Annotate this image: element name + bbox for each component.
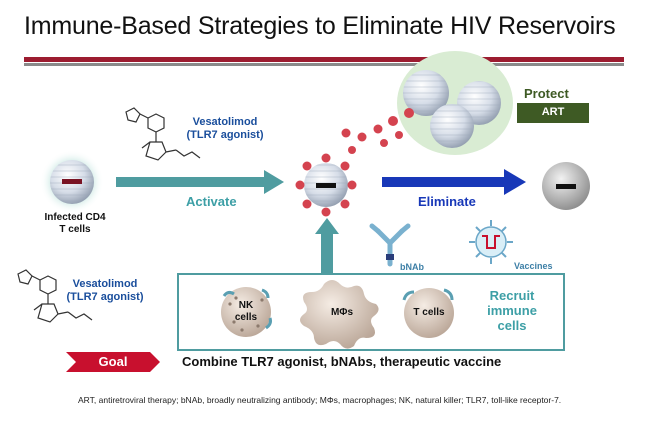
activated-cell	[295, 153, 357, 217]
vesatolimod-molecule-icon-bottom	[17, 269, 93, 323]
latent-provirus-icon	[62, 179, 82, 184]
protect-label: Protect	[524, 86, 569, 101]
eliminated-cell	[542, 162, 590, 210]
vesatolimod-bottom-mechanism: (TLR7 agonist)	[66, 291, 144, 303]
art-badge-label: ART	[541, 106, 565, 118]
infected-cd4-cell	[40, 150, 104, 214]
bnab-label: bNAb	[400, 262, 424, 272]
recruit-label-line1: Recruit	[489, 288, 535, 303]
title-rule-gray	[24, 63, 624, 66]
budding-virions	[295, 153, 357, 217]
eliminate-label: Eliminate	[418, 194, 476, 209]
eliminate-arrow	[382, 169, 526, 195]
vesatolimod-top-name: Vesatolimod	[192, 116, 258, 128]
infected-cell-label: Infected CD4 T cells	[36, 212, 114, 236]
goal-tag	[66, 352, 160, 372]
vesatolimod-top-label: Vesatolimod (TLR7 agonist)	[180, 116, 270, 142]
t-cell	[402, 288, 454, 338]
activate-arrow	[116, 170, 284, 194]
art-badge	[517, 103, 589, 123]
vesatolimod-bottom-label: Vesatolimod (TLR7 agonist)	[60, 278, 150, 304]
nk-cell	[221, 287, 272, 337]
tcell-label: T cells	[413, 307, 445, 318]
macrophage-label: MΦs	[330, 307, 354, 318]
nk-cell-label-line1: NK	[238, 300, 254, 311]
macrophage-cell	[300, 280, 379, 349]
recruit-label: Recruit immune cells	[476, 288, 548, 333]
infected-cell-label-line1: Infected CD4	[44, 212, 106, 223]
goal-label: Goal	[98, 354, 128, 369]
virion-trail	[341, 108, 414, 154]
vaccine-particle-icon	[469, 220, 513, 264]
page-title: Immune-Based Strategies to Eliminate HIV…	[24, 12, 616, 40]
vaccines-label: Vaccines	[514, 261, 553, 271]
vesatolimod-molecule-icon	[125, 107, 201, 161]
vesatolimod-bottom-name: Vesatolimod	[72, 278, 138, 290]
recruit-label-line2: immune	[487, 303, 537, 318]
footnote: ART, antiretroviral therapy; bNAb, broad…	[78, 395, 562, 405]
goal-text: Combine TLR7 agonist, bNAbs, therapeutic…	[182, 354, 502, 369]
protected-cells-cluster	[397, 51, 513, 155]
vesatolimod-top-mechanism: (TLR7 agonist)	[186, 129, 264, 141]
recruit-up-arrow	[315, 218, 339, 274]
nk-cell-label: NK cells	[226, 300, 266, 324]
activate-label: Activate	[186, 194, 237, 209]
bnab-antibody-icon	[369, 223, 411, 267]
recruit-label-line3: cells	[497, 318, 527, 333]
infected-cell-label-line2: T cells	[59, 224, 91, 235]
title-rule-red	[24, 57, 624, 62]
nk-cell-label-line2: cells	[234, 312, 258, 323]
